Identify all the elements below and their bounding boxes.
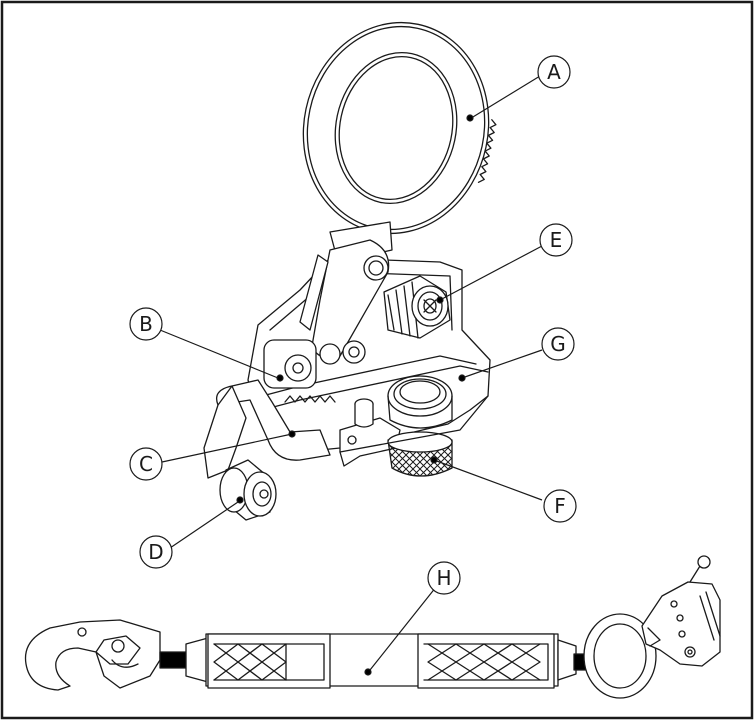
collar-left [159,651,187,669]
pin-bolt-2 [342,340,366,364]
lanyard-assembly [24,555,721,699]
label-h: H [436,566,451,590]
lever-arm [203,385,247,479]
lever-c [215,379,331,461]
callout-d: D [139,535,173,569]
label-f: F [554,494,566,518]
rivet-b [284,354,312,382]
sleeve-left [207,633,331,689]
link-pivot [363,255,389,281]
callout-f: F [543,489,577,523]
label-b: B [139,312,153,336]
label-g: G [550,332,566,356]
knob-e [383,275,451,339]
lower-tab [339,417,401,467]
callout-g: G [541,327,575,361]
label-a: A [547,60,561,84]
leader-lines [159,75,543,676]
mini-arrester [641,555,721,667]
pin-bolt [319,343,341,365]
rope-grab-device [203,21,497,521]
label-c: C [139,452,153,476]
roller-d [219,459,277,521]
label-d: D [148,540,163,564]
ring-g [387,375,453,429]
callout-c: C [129,447,163,481]
callout-h: H [427,561,461,595]
callout-a: A [537,55,571,89]
attachment-ring [302,21,497,235]
knob-f [387,431,453,477]
callout-e: E [539,223,573,257]
label-e: E [550,228,563,252]
snap-hook [24,619,161,691]
callout-b: B [129,307,163,341]
